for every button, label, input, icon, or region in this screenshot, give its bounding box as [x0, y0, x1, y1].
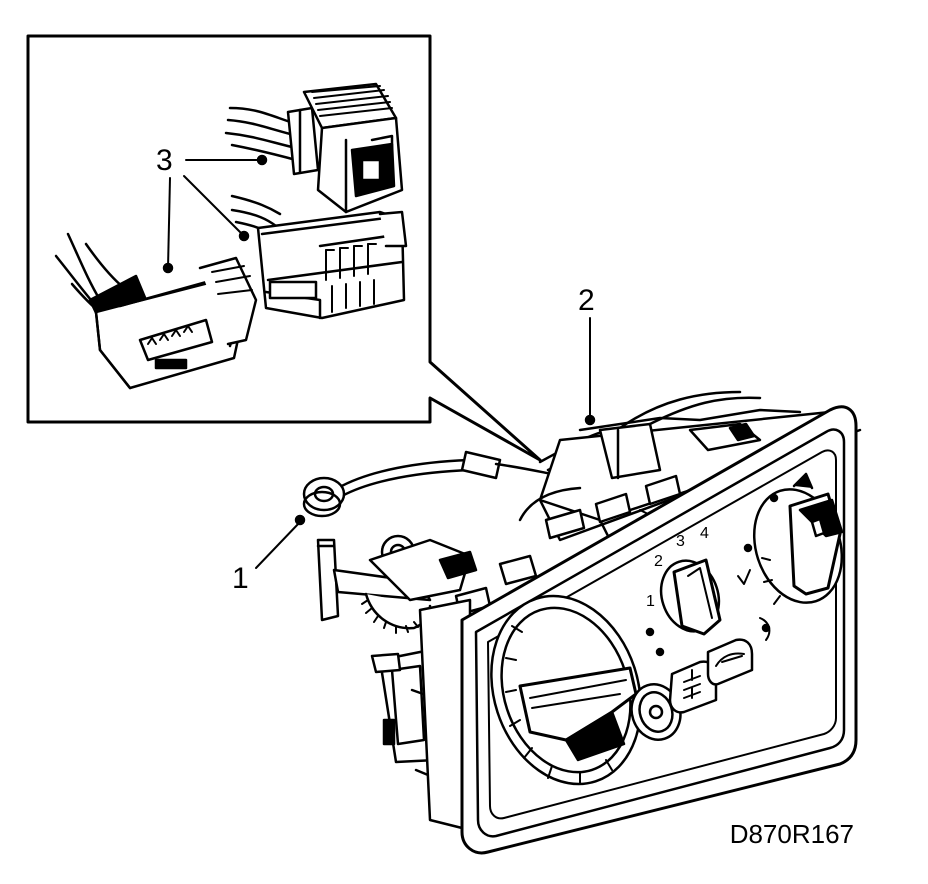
temperature-dial[interactable]	[468, 576, 664, 803]
inset-frame	[28, 36, 540, 460]
fan-scale-4: 4	[700, 525, 709, 542]
fan-symbol	[738, 570, 750, 584]
fan-scale-2: 2	[654, 553, 663, 570]
rear-defrost-button[interactable]	[670, 662, 716, 713]
fan-scale-3: 3	[676, 533, 685, 550]
recirculation-button[interactable]	[625, 678, 688, 746]
rear-housing	[520, 412, 860, 560]
callout-label-3: 3	[156, 144, 173, 177]
front-bezel	[462, 407, 856, 853]
connector-upper	[226, 84, 402, 212]
connector-lower	[56, 234, 256, 388]
airflow-mark	[760, 618, 769, 640]
connector-inset	[28, 36, 540, 460]
fan-scale-1: 1	[646, 593, 655, 610]
air-distribution-dial[interactable]	[740, 474, 856, 631]
ac-button[interactable]	[708, 640, 752, 685]
heater-control-unit	[256, 318, 860, 853]
figure-code: D870R167	[729, 819, 854, 849]
connector-middle	[232, 196, 406, 318]
fan-speed-dial[interactable]	[647, 545, 751, 655]
callout-3-leaders	[164, 156, 266, 272]
callout-1-leader	[256, 522, 300, 568]
callout-label-2: 2	[578, 284, 595, 317]
housing-side	[372, 600, 470, 830]
callout-label-1: 1	[232, 562, 249, 595]
